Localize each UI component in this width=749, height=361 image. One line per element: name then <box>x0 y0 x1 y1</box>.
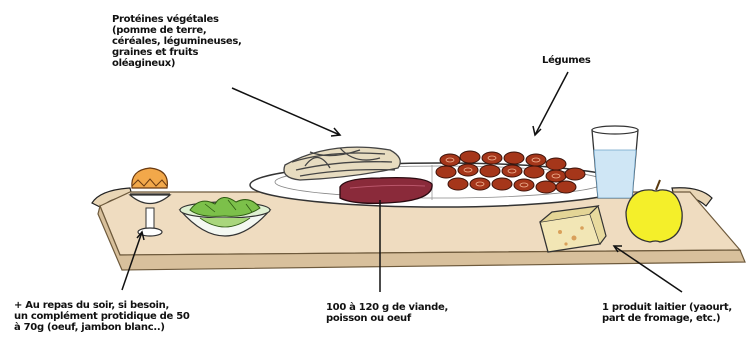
water-glass-icon <box>592 126 638 198</box>
label-produit-laitier: 1 produit laitier (yaourt, part de froma… <box>602 302 732 324</box>
label-complement-soir: + Au repas du soir, si besoin, un complé… <box>14 300 190 333</box>
carrots-icon <box>436 151 585 193</box>
label-legumes: Légumes <box>542 55 591 66</box>
label-proteines: Protéines végétales (pomme de terre, cér… <box>112 14 242 69</box>
label-viande: 100 à 120 g de viande, poisson ou oeuf <box>326 302 448 324</box>
pointer-legumes <box>535 72 568 135</box>
pointer-proteines <box>232 88 340 135</box>
